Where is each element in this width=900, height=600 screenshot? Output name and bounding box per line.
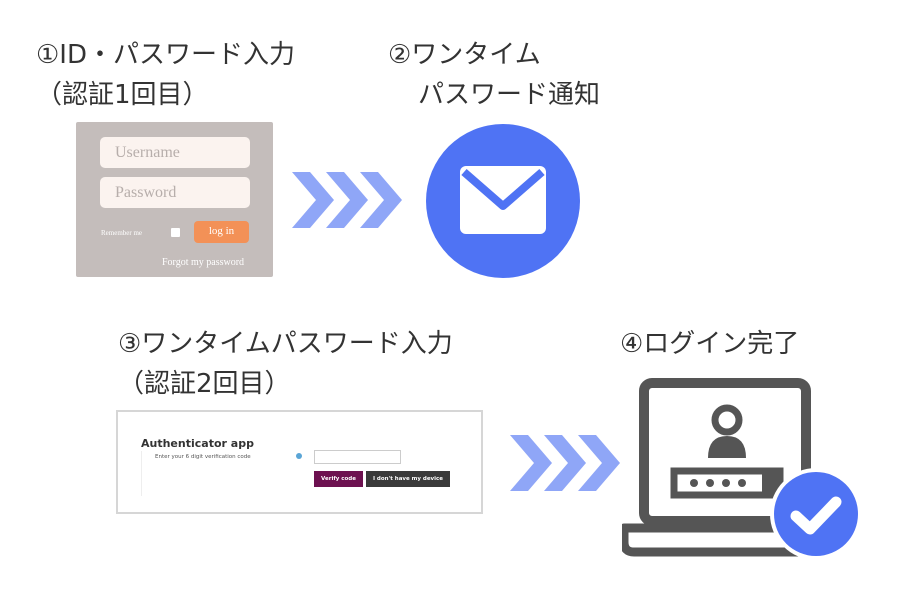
step1-subtitle: （認証1回目） [36, 80, 209, 110]
verification-code-input[interactable] [314, 450, 401, 464]
flow-arrow-1 [292, 172, 402, 228]
flow-arrow-2 [510, 435, 620, 491]
user-icon [708, 404, 746, 458]
mail-icon [426, 124, 580, 278]
step3-title: ③ワンタイムパスワード入力 [118, 329, 453, 359]
password-input[interactable]: Password [100, 177, 250, 208]
step2-subtitle: パスワード通知 [418, 80, 601, 110]
authenticator-title: Authenticator app [141, 437, 254, 450]
help-icon[interactable] [296, 453, 302, 459]
authenticator-panel: Authenticator app Enter your 6 digit ver… [116, 410, 483, 514]
no-device-button[interactable]: I don't have my device [366, 471, 450, 487]
panel-divider [141, 451, 142, 496]
step1-title: ①ID・パスワード入力 [36, 40, 295, 70]
step4-title: ④ログイン完了 [620, 329, 800, 359]
verification-instruction: Enter your 6 digit verification code [155, 454, 251, 460]
step3-subtitle: （認証2回目） [118, 369, 291, 399]
login-form-card: Username Password Remember me log in For… [76, 122, 273, 277]
verify-code-button[interactable]: Verify code [314, 471, 363, 487]
username-input[interactable]: Username [100, 137, 250, 168]
step2-title: ②ワンタイム [388, 40, 541, 70]
remember-me-checkbox[interactable] [171, 228, 180, 237]
checkmark-icon [770, 468, 862, 560]
forgot-password-link[interactable]: Forgot my password [162, 257, 245, 268]
login-button[interactable]: log in [194, 221, 249, 243]
remember-me-label: Remember me [101, 229, 143, 237]
